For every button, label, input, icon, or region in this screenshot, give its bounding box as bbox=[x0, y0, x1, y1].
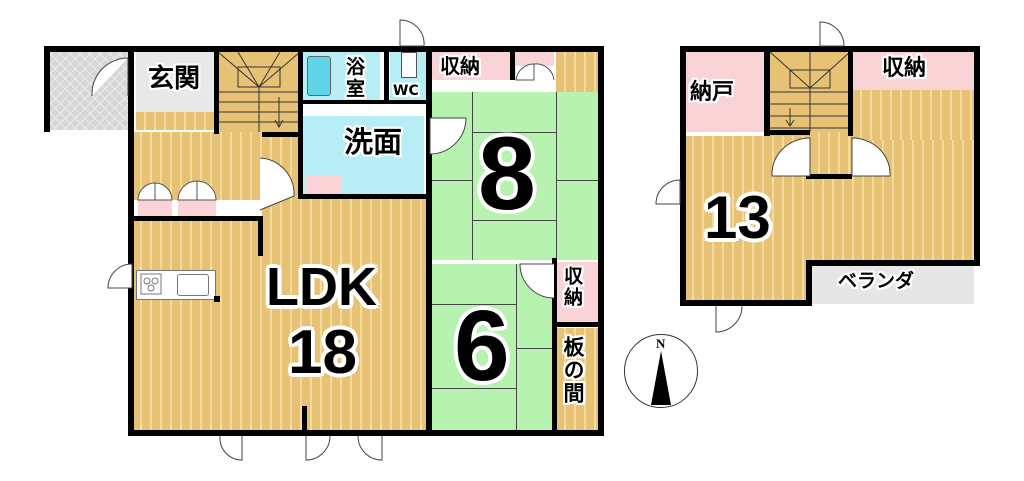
washitsu-6-size: 6 bbox=[454, 290, 510, 402]
kitchen-counter bbox=[136, 270, 216, 300]
wall bbox=[806, 260, 980, 266]
wall bbox=[214, 296, 220, 302]
compass-north-label: N bbox=[656, 336, 666, 351]
storage-top-label: 収納 bbox=[440, 54, 480, 78]
storage-top-small bbox=[516, 52, 554, 66]
wall bbox=[974, 46, 980, 266]
wall bbox=[298, 46, 303, 198]
wall bbox=[302, 406, 307, 434]
bathtub-icon bbox=[307, 56, 331, 96]
washitsu-8-size: 8 bbox=[478, 116, 536, 232]
wall bbox=[262, 132, 302, 137]
storage-top-door-icon[interactable] bbox=[515, 63, 555, 81]
itanoma bbox=[556, 328, 598, 430]
stairs bbox=[217, 51, 301, 132]
stove-icon bbox=[140, 273, 162, 295]
2f-left-door-icon[interactable] bbox=[770, 136, 812, 178]
wall bbox=[132, 216, 262, 221]
storage-door-icon[interactable] bbox=[519, 263, 556, 300]
veranda bbox=[812, 266, 974, 304]
wall bbox=[680, 300, 812, 306]
closet-door-swings-icon bbox=[137, 180, 217, 201]
wall bbox=[764, 130, 810, 135]
north-arrow-icon bbox=[651, 351, 671, 405]
washitsu-door-icon[interactable] bbox=[429, 117, 470, 158]
wc-toilet-icon bbox=[401, 52, 417, 78]
2f-side-door-icon[interactable] bbox=[654, 178, 682, 206]
wall bbox=[384, 46, 389, 102]
wall bbox=[806, 174, 852, 179]
nando-label: 納戸 bbox=[690, 80, 735, 105]
nando-room bbox=[684, 52, 766, 132]
hall-closet-1 bbox=[138, 200, 172, 216]
wall bbox=[298, 194, 432, 199]
ldk-room bbox=[132, 220, 428, 430]
wall bbox=[300, 100, 428, 104]
veranda-label: ベランダ bbox=[838, 270, 915, 292]
stairs-2f bbox=[769, 51, 851, 136]
entrance-door-icon[interactable] bbox=[90, 56, 130, 98]
wall bbox=[598, 46, 604, 436]
wall bbox=[128, 46, 134, 436]
genkan-room bbox=[136, 52, 218, 112]
wall bbox=[552, 322, 602, 327]
genkan-step bbox=[136, 112, 218, 130]
wall bbox=[510, 46, 515, 80]
ldk-upper bbox=[262, 198, 428, 220]
ldk-exterior-door-1[interactable] bbox=[218, 434, 258, 464]
bath-label: 浴室 bbox=[346, 56, 366, 100]
sink-icon bbox=[177, 274, 209, 296]
wall bbox=[214, 46, 219, 134]
2f-right-door-icon[interactable] bbox=[850, 136, 892, 178]
wc-label: WC bbox=[393, 83, 419, 99]
ldk-exterior-door-2[interactable] bbox=[304, 434, 384, 464]
storage-2f-label: 収納 bbox=[882, 56, 927, 81]
wall bbox=[848, 46, 853, 136]
room-13-lower bbox=[684, 260, 808, 302]
wall bbox=[764, 46, 770, 136]
itanoma-label: 板の間 bbox=[561, 336, 585, 405]
stair-landing bbox=[810, 132, 850, 174]
stairs-icon bbox=[217, 51, 301, 132]
storage-right-label: 収納 bbox=[561, 266, 583, 308]
wall bbox=[680, 46, 686, 306]
wall bbox=[552, 258, 557, 436]
ldk-size: 18 bbox=[288, 318, 357, 387]
wall bbox=[680, 46, 980, 52]
room-13-size: 13 bbox=[704, 184, 771, 251]
compass: N bbox=[624, 334, 698, 408]
2f-top-door-icon[interactable] bbox=[818, 20, 848, 48]
room-13-right bbox=[852, 90, 976, 140]
stairs-icon bbox=[769, 51, 851, 136]
wc-door-icon[interactable] bbox=[398, 18, 428, 48]
wall bbox=[258, 216, 263, 256]
2f-bottom-door-icon[interactable] bbox=[714, 304, 744, 334]
genkan-label: 玄関 bbox=[148, 64, 201, 94]
kitchen-door-icon[interactable] bbox=[107, 262, 134, 290]
wall bbox=[44, 46, 50, 132]
wall bbox=[44, 46, 604, 52]
wall bbox=[128, 430, 604, 436]
washroom-label: 洗面 bbox=[344, 125, 403, 159]
wall bbox=[806, 260, 812, 306]
storage-2f bbox=[852, 52, 974, 90]
hall-door-icon[interactable] bbox=[254, 156, 300, 216]
hall-closet-2 bbox=[178, 200, 216, 216]
storage-right bbox=[556, 262, 598, 324]
corner-wood bbox=[556, 52, 598, 92]
wall bbox=[426, 46, 432, 436]
washroom-closet bbox=[306, 176, 342, 196]
storage-top bbox=[432, 52, 516, 80]
ldk-label: LDK bbox=[266, 257, 377, 317]
